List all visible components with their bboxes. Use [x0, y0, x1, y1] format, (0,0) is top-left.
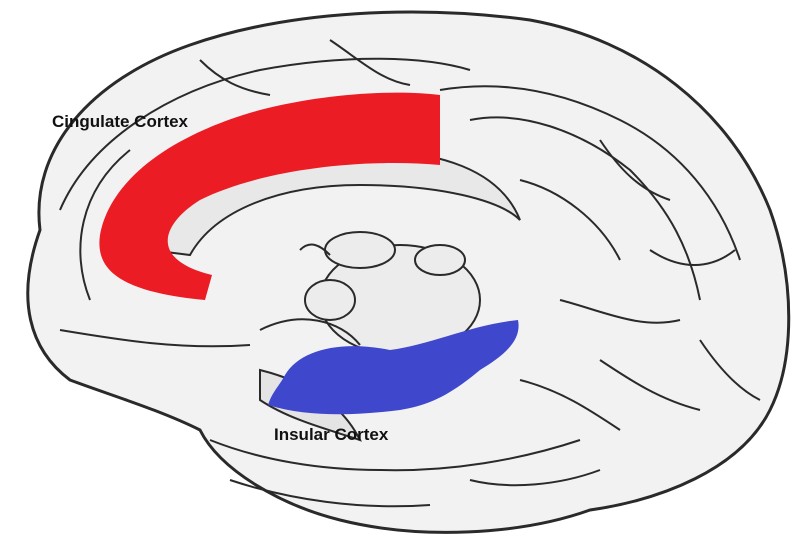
- insular-cortex-label: Insular Cortex: [274, 425, 388, 445]
- cingulate-cortex-label: Cingulate Cortex: [52, 112, 188, 132]
